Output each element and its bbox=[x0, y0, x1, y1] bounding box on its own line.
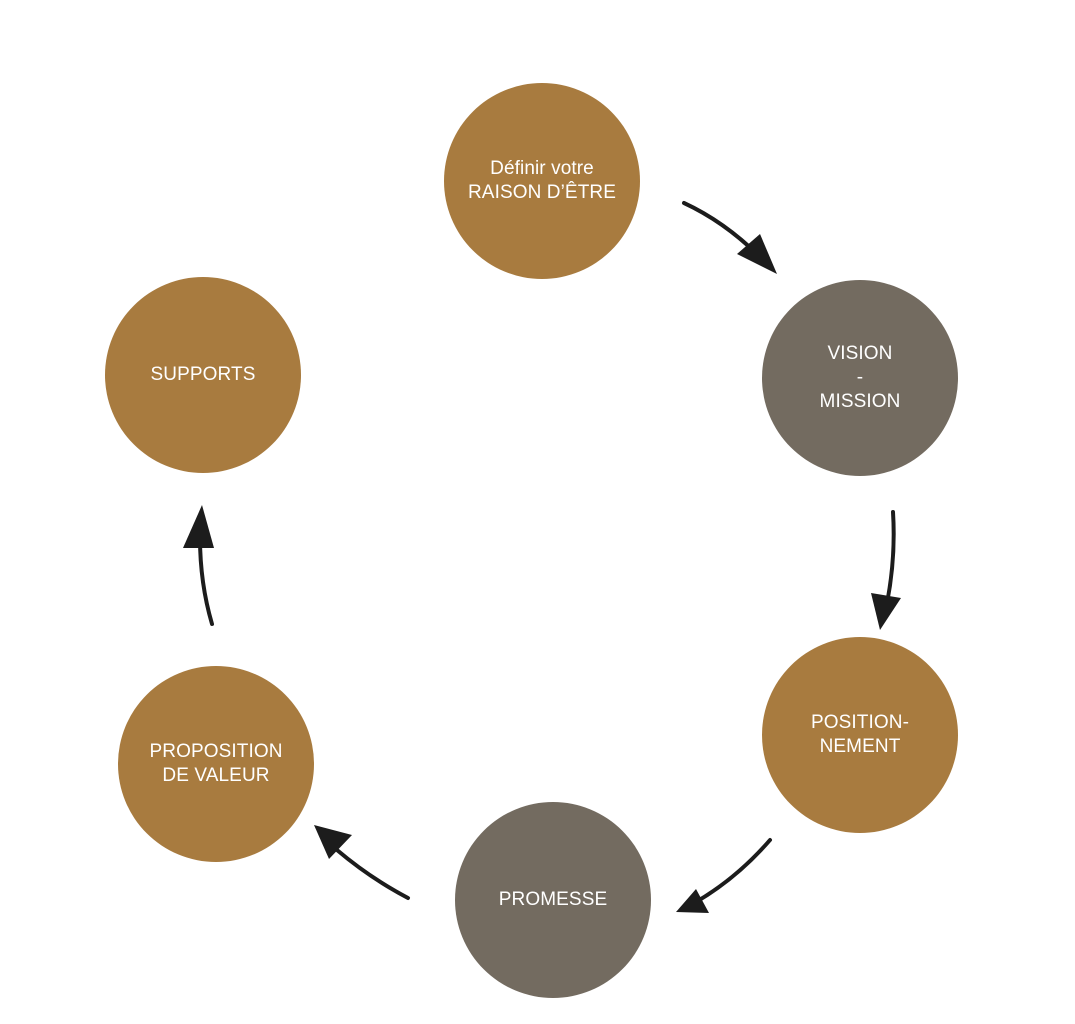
arrowhead-promesse bbox=[676, 889, 709, 913]
arrowhead-supports bbox=[183, 505, 214, 548]
step-supports: SUPPORTS bbox=[105, 277, 301, 473]
arrowhead-vision bbox=[737, 234, 777, 274]
step-position-line-1: POSITION- bbox=[810, 712, 909, 733]
step-supports-line-1: SUPPORTS bbox=[150, 364, 256, 385]
step-vision-line-3: MISSION bbox=[819, 391, 901, 412]
step-promesse-line-1: PROMESSE bbox=[498, 889, 608, 910]
step-promesse: PROMESSE bbox=[455, 802, 651, 998]
arrow-vision-to-positionnement bbox=[884, 510, 896, 610]
step-raison-line-1: Définir votre bbox=[490, 158, 594, 179]
step-proposition-de-valeur: PROPOSITION DE VALEUR bbox=[118, 666, 314, 862]
arrowhead-valeur bbox=[314, 825, 352, 859]
step-vision-mission: VISION - MISSION bbox=[762, 280, 958, 476]
step-positionnement: POSITION- NEMENT bbox=[762, 637, 958, 833]
step-raison-line-2: RAISON D’ÊTRE bbox=[467, 182, 617, 203]
arrowhead-positionnement bbox=[871, 593, 901, 630]
step-valeur-line-2: DE VALEUR bbox=[162, 765, 270, 786]
step-raison-d-etre: Définir votre RAISON D’ÊTRE bbox=[444, 83, 640, 279]
arrow-positionnement-to-promesse bbox=[694, 838, 772, 904]
step-vision-line-2: - bbox=[856, 367, 864, 388]
step-position-line-2: NEMENT bbox=[819, 736, 901, 757]
arrow-promesse-to-valeur bbox=[335, 848, 410, 900]
step-valeur-line-1: PROPOSITION bbox=[149, 741, 283, 762]
arrow-valeur-to-supports bbox=[198, 536, 214, 626]
step-vision-line-1: VISION bbox=[827, 343, 893, 364]
